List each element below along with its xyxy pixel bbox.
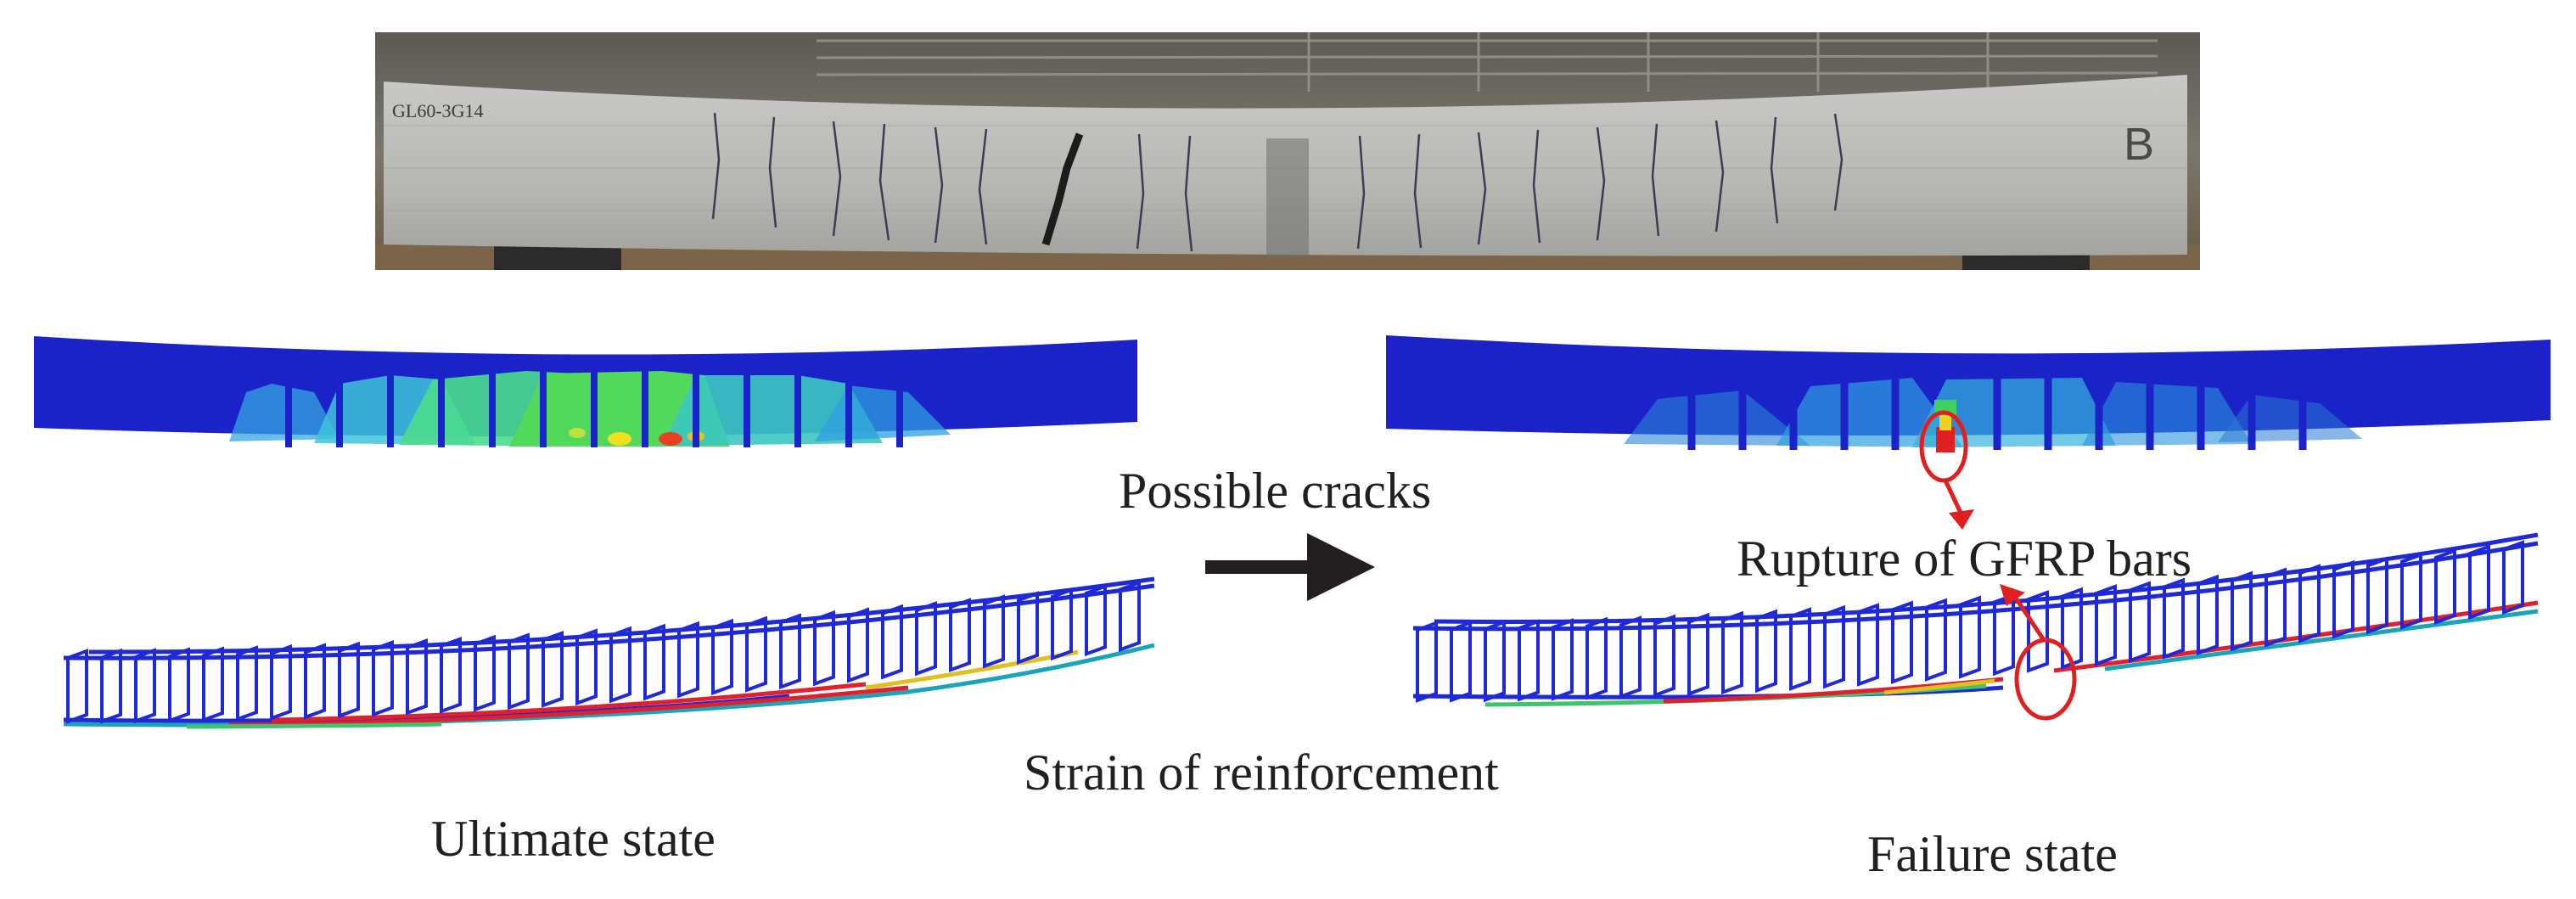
stirrup <box>542 630 564 708</box>
stirrup <box>677 621 699 699</box>
rupture-pointer-top-head <box>1949 509 1974 530</box>
stirrup <box>1857 603 1879 687</box>
failure-crack-strips <box>1687 376 2307 450</box>
ultimate-reinforcement-cage <box>63 576 1155 729</box>
stirrup <box>338 641 360 719</box>
stirrup <box>847 607 869 683</box>
stirrup <box>1085 583 1107 657</box>
stirrup <box>2231 570 2253 652</box>
stirrup <box>236 645 258 722</box>
stirrup <box>2502 540 2524 615</box>
stirrup <box>2265 567 2287 648</box>
stirrup <box>745 615 767 693</box>
ultimate-stirrups <box>66 580 1141 724</box>
specimen-tag: GL60-3G14 <box>392 100 484 121</box>
stirrup <box>440 636 462 714</box>
stirrup <box>100 648 122 724</box>
stirrup <box>1518 619 1540 702</box>
stirrup <box>881 604 903 680</box>
stirrup <box>1585 616 1608 700</box>
failure-reinforcement-cage <box>1412 532 2539 707</box>
stirrup <box>2163 577 2185 660</box>
ultimate-state-label: Ultimate state <box>431 811 716 867</box>
stirrup <box>1416 621 1438 703</box>
stirrup <box>168 647 190 723</box>
stirrup <box>1789 607 1811 691</box>
stirrup <box>2129 581 2151 663</box>
stirrup <box>2095 584 2117 666</box>
arrow-shape <box>1205 533 1375 601</box>
stirrup <box>813 610 835 687</box>
stirrup <box>643 623 665 701</box>
stirrup <box>1017 591 1039 665</box>
rupture-circle-top <box>1919 410 1968 483</box>
stirrup <box>1119 580 1141 653</box>
stirrup <box>949 598 971 672</box>
stirrup <box>304 643 326 720</box>
stirrup <box>2468 544 2490 621</box>
background-rack <box>816 32 2158 92</box>
failure-crack-contour <box>1386 335 2551 452</box>
stirrup <box>575 628 598 706</box>
rupture-pointer-bottom-head <box>2000 584 2025 606</box>
stirrup <box>2197 574 2219 656</box>
failure-state-label: Failure state <box>1867 826 2118 882</box>
major-crack <box>1041 132 1084 246</box>
stirrup <box>134 648 156 724</box>
stirrup <box>1653 614 1675 698</box>
ultimate-crack-strips <box>285 370 903 447</box>
transition-arrow <box>1205 533 1375 601</box>
failure-stirrups <box>1416 540 2524 703</box>
rupture-pointer-bottom <box>2011 593 2046 642</box>
ultimate-crack-bands <box>229 371 951 447</box>
stirrup <box>270 643 292 721</box>
stirrup <box>66 649 88 724</box>
stirrup <box>609 626 631 704</box>
stirrup <box>508 632 530 711</box>
stirrup <box>1891 600 1913 684</box>
stirrup <box>1484 620 1506 703</box>
stirrup <box>372 639 394 717</box>
stirrup <box>1925 598 1947 682</box>
stirrup <box>1755 609 1777 694</box>
stirrup <box>2400 552 2422 630</box>
stirrup <box>2366 556 2388 635</box>
stirrup <box>406 638 428 716</box>
stirrup <box>779 613 801 690</box>
stirrup <box>202 646 224 722</box>
stirrup <box>1450 620 1472 703</box>
stirrup <box>2061 587 2083 670</box>
stirrup <box>1823 604 1845 689</box>
ultimate-crack-contour <box>34 336 1137 447</box>
flexural-cracks <box>711 112 1844 252</box>
rupture-pointer-top <box>1943 479 1963 514</box>
stirrup <box>2434 548 2456 625</box>
midspan-stain <box>1266 138 1309 257</box>
stirrup <box>1051 587 1073 661</box>
stirrup <box>983 594 1005 669</box>
stirrup <box>474 634 496 712</box>
stirrup <box>2298 564 2321 643</box>
test-beam-photo: GL60-3G14 B <box>375 32 2200 270</box>
stirrup <box>915 601 937 677</box>
stirrup <box>711 618 733 696</box>
failure-crack-bands <box>1624 378 2362 452</box>
stirrup <box>1552 618 1574 701</box>
stirrup <box>1959 595 1981 679</box>
possible-cracks-label: Possible cracks <box>1119 463 1432 519</box>
rupture-circle-bottom <box>2014 638 2077 721</box>
stirrup <box>1687 612 1709 697</box>
stirrup <box>2332 559 2354 639</box>
stirrup <box>1721 610 1743 695</box>
stirrup <box>1619 615 1642 700</box>
rupture-label: Rupture of GFRP bars <box>1737 531 2192 587</box>
side-mark: B <box>2124 119 2154 170</box>
strain-label: Strain of reinforcement <box>1024 744 1499 801</box>
